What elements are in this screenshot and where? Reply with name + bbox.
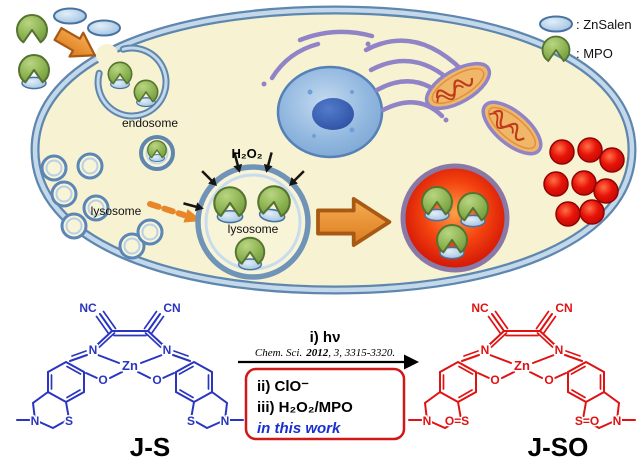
molecule-j-s: NC CN N N Zn O O S S N N xyxy=(16,300,244,430)
znsalen-icon xyxy=(53,7,87,25)
atom-label: S xyxy=(187,414,195,428)
mpo-icon xyxy=(16,14,48,44)
atom-label: O xyxy=(544,373,553,387)
znsalen-icon xyxy=(87,19,121,37)
red-dot xyxy=(543,171,569,197)
lysosome-ring xyxy=(76,152,104,180)
atom-label: S=O xyxy=(575,414,599,428)
step-ii-label: ii) ClO⁻ xyxy=(257,378,309,395)
lysosome-ring xyxy=(60,212,88,240)
cell-membrane-inner xyxy=(32,7,635,293)
jso-label: J-SO xyxy=(528,432,589,462)
citation-journal: Chem. Sci. xyxy=(255,347,302,359)
atom-label: N xyxy=(221,414,230,428)
atom-label: N xyxy=(555,343,564,357)
fluorescent-lysosome xyxy=(400,163,510,273)
lysosome-ring xyxy=(40,154,68,182)
atom-label: N xyxy=(31,414,40,428)
endosome: endosome xyxy=(94,44,178,171)
citation: Chem. Sci.2012, 3, 3315-3320. xyxy=(255,347,395,359)
atom-label: Zn xyxy=(122,358,138,373)
nucleolus xyxy=(312,98,354,130)
atom-label: N xyxy=(481,343,490,357)
red-dot xyxy=(577,137,603,163)
js-label: J-S xyxy=(130,432,170,462)
atom-label: S xyxy=(65,414,73,428)
citation-pages: , 3, 3315-3320. xyxy=(328,347,395,359)
step-i-label: i) hν xyxy=(310,329,341,346)
atom-label: CN xyxy=(555,301,572,315)
reaction-arrow xyxy=(238,354,419,370)
in-this-work-label: in this work xyxy=(257,420,341,437)
molecule-j-so: NC CN N N Zn O O O=S S=O N N xyxy=(408,300,636,430)
atom-label: O xyxy=(152,373,161,387)
nucleus xyxy=(276,65,384,159)
red-dot xyxy=(599,147,625,173)
lysosome-cluster: lysosome xyxy=(40,152,164,260)
red-dot xyxy=(555,201,581,227)
znsalen-legend-label: : ZnSalen xyxy=(576,17,632,32)
znsalen-legend-icon xyxy=(539,15,573,33)
lysosome-ring xyxy=(50,180,78,208)
citation-year: 2012 xyxy=(305,347,329,359)
step-iii-label: iii) H₂O₂/MPO xyxy=(257,399,353,416)
atom-label: Zn xyxy=(514,358,530,373)
endocytic-vesicle xyxy=(139,135,175,171)
atom-label: N xyxy=(163,343,172,357)
reaction-scheme: i) hν Chem. Sci.2012, 3, 3315-3320. ii) … xyxy=(238,329,419,441)
red-dot xyxy=(593,178,619,204)
red-dot xyxy=(571,170,597,196)
legend: : ZnSalen : MPO xyxy=(539,15,632,62)
conditions-box: ii) ClO⁻ iii) H₂O₂/MPO in this work xyxy=(244,367,406,441)
atom-label: NC xyxy=(471,301,489,315)
h2o2-label: H₂O₂ xyxy=(231,146,262,161)
atom-label: NC xyxy=(79,301,97,315)
lysosome-cluster-label: lysosome xyxy=(91,204,142,218)
atom-label: N xyxy=(613,414,622,428)
lysosome-label: lysosome xyxy=(228,222,279,236)
atom-label: O=S xyxy=(445,414,469,428)
lysosome-active: H₂O₂ lysosome xyxy=(181,146,311,280)
mpo-icon xyxy=(19,55,49,89)
atom-label: CN xyxy=(163,301,180,315)
atom-label: N xyxy=(89,343,98,357)
red-dot xyxy=(579,199,605,225)
endosome-label: endosome xyxy=(122,116,178,130)
mpo-legend-label: : MPO xyxy=(576,46,613,61)
reaction-arrowhead xyxy=(404,354,419,370)
red-dot xyxy=(549,139,575,165)
atom-label: O xyxy=(98,373,107,387)
atom-label: N xyxy=(423,414,432,428)
atom-label: O xyxy=(490,373,499,387)
membrane-opening xyxy=(96,44,118,66)
red-dot-cluster xyxy=(543,137,625,227)
lysosome-ring xyxy=(136,218,164,246)
